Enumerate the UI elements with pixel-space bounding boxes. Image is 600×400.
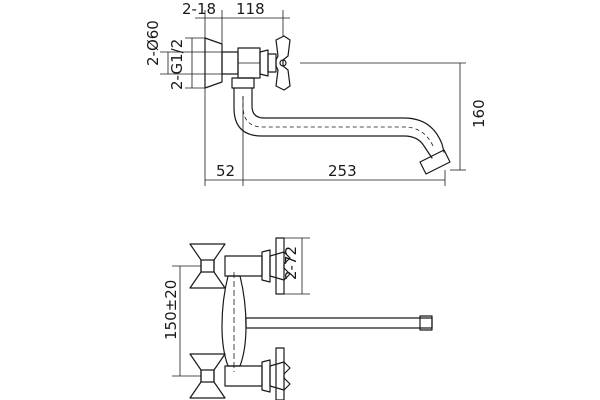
lower-valve-body bbox=[224, 365, 263, 387]
dim-spout-height: 160 bbox=[470, 99, 488, 128]
dim-valve-offset: 118 bbox=[236, 0, 265, 18]
lower-cross-handle bbox=[269, 361, 291, 391]
swivel-nut bbox=[231, 77, 255, 89]
dim-flange-diameter: 2-Ø60 bbox=[144, 20, 162, 66]
upper-bonnet bbox=[261, 249, 271, 283]
spout-tip-front bbox=[419, 315, 433, 331]
body-connector bbox=[221, 51, 239, 75]
central-body bbox=[221, 275, 247, 367]
spout-outer bbox=[233, 95, 433, 159]
spout-front bbox=[245, 317, 433, 329]
valve-stem bbox=[267, 53, 277, 73]
dim-center-distance: 150±20 bbox=[162, 280, 180, 340]
spout-centerline bbox=[242, 96, 434, 147]
dim-spout-reach: 253 bbox=[328, 162, 357, 180]
cross-handle bbox=[275, 35, 291, 91]
dim-wall-thickness: 2-18 bbox=[182, 0, 216, 18]
lower-flange-nut bbox=[200, 369, 215, 383]
lower-handle-arm bbox=[275, 347, 285, 400]
dim-body-offset: 52 bbox=[216, 162, 235, 180]
spout-inner bbox=[251, 95, 445, 153]
upper-flange-nut bbox=[200, 259, 215, 273]
wall-flange bbox=[204, 37, 223, 89]
dim-thread: 2-G1/2 bbox=[168, 39, 186, 90]
lower-bonnet bbox=[261, 359, 271, 393]
handle-hub bbox=[279, 59, 287, 67]
valve-bonnet bbox=[259, 49, 269, 77]
top-view: 2-18 118 2-Ø60 2-G1/2 160 52 253 bbox=[144, 0, 488, 186]
upper-valve-body bbox=[224, 255, 263, 277]
aerator bbox=[419, 149, 451, 175]
dim-handle-span: 2-72 bbox=[282, 246, 300, 280]
front-view: 2-72 150±20 bbox=[162, 237, 433, 400]
